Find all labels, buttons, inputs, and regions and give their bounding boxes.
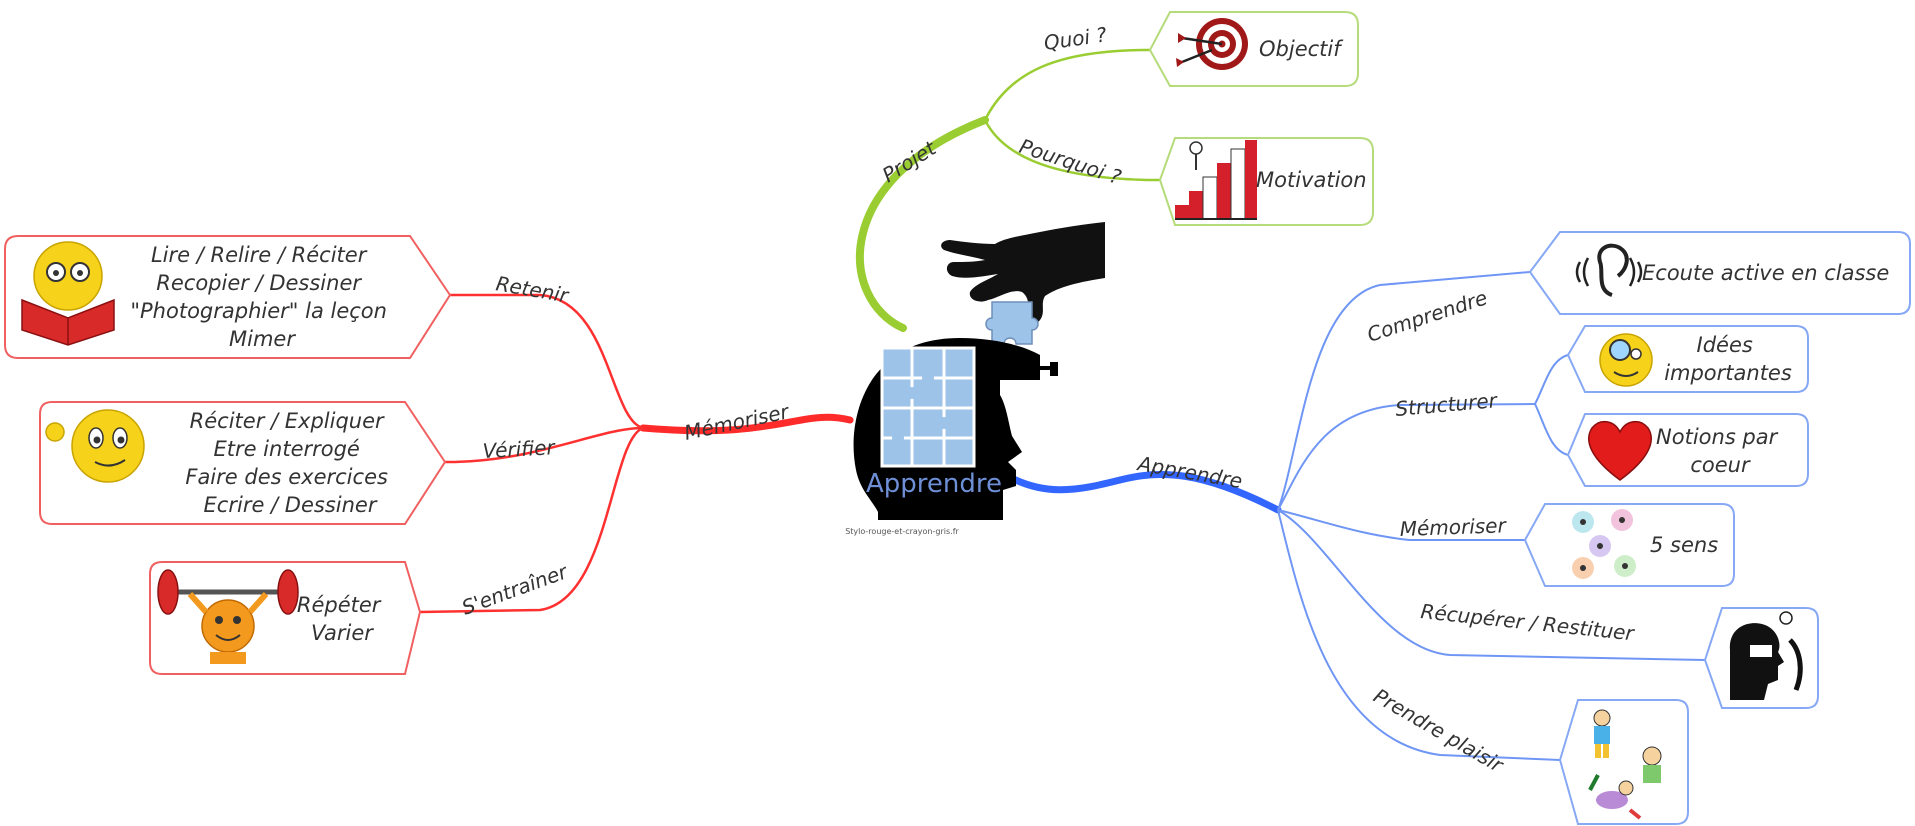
stairs-icon: [1175, 140, 1257, 220]
quoi-label: Quoi ?: [1042, 22, 1108, 55]
motivation-box: Motivation: [1158, 137, 1374, 226]
apprendre-branch: Apprendre Comprendre Structurer Mémorise…: [991, 231, 1911, 825]
structurer-label: Structurer: [1394, 388, 1499, 421]
verifier-box: Réciter / Expliquer Etre interrogé Faire…: [39, 401, 447, 525]
notions-box: Notions par coeur: [1566, 413, 1809, 487]
retenir-label: Retenir: [494, 271, 572, 308]
senses-icon: [1572, 509, 1636, 579]
center-label: Apprendre: [866, 469, 1002, 499]
svg-text:Répéter Varier: Répéter Varier: [297, 593, 387, 645]
playing-children-icon: [1588, 709, 1662, 820]
projet-branch: Projet Quoi ? Pourquoi ? Objectif: [855, 11, 1374, 332]
retenir-box: Lire / Relire / Réciter Recopier / Dessi…: [4, 235, 452, 359]
retenir-line: Recopier / Dessiner: [156, 271, 362, 295]
target-icon: [1176, 18, 1248, 70]
idees-box: Idées importantes: [1566, 325, 1809, 393]
reading-emoji-icon: [21, 241, 115, 346]
retenir-line: "Photographier" la leçon: [130, 299, 387, 323]
credit-text: Stylo-rouge-et-crayon-gris.fr: [845, 527, 959, 536]
verifier-line: Réciter / Expliquer: [190, 409, 385, 433]
svg-text:Lire / Relire / Réciter: Lire / Relire / Réciter Recopier / Dessi…: [130, 243, 393, 351]
memoriser-branch: Mémoriser Retenir Vérifier S'entraîner L…: [4, 235, 854, 675]
magnifier-emoji-icon: [1599, 333, 1653, 387]
verifier-line: Etre interrogé: [213, 437, 359, 461]
projet-label: Projet: [878, 135, 941, 187]
objectif-box: Objectif: [1148, 11, 1359, 87]
ear-icon: [1575, 243, 1643, 297]
sentrainer-line: Varier: [311, 621, 374, 645]
verifier-line: Ecrire / Dessiner: [204, 493, 378, 517]
puzzle-piece-icon: [985, 301, 1039, 345]
notions-line: coeur: [1690, 453, 1751, 477]
verifier-label: Vérifier: [482, 435, 557, 463]
hand-icon: [941, 222, 1105, 323]
idees-line: importantes: [1664, 361, 1792, 385]
puzzle-grid-icon: [880, 346, 976, 468]
thinking-emoji-icon: [45, 409, 145, 483]
retenir-line: Mimer: [229, 327, 296, 351]
sentrainer-box: Répéter Varier: [149, 561, 422, 675]
verifier-line: Faire des exercices: [185, 465, 388, 489]
retenir-line: Lire / Relire / Réciter: [151, 243, 368, 267]
plaisir-label: Prendre plaisir: [1370, 684, 1509, 778]
cinq-sens-box: 5 sens: [1523, 503, 1735, 587]
svg-text:Réciter / Expliquer Et: Réciter / Expliquer Etre interrogé Faire…: [185, 409, 394, 517]
recuperer-box: [1703, 607, 1819, 709]
notions-line: Notions par: [1656, 425, 1779, 449]
idees-line: Idées: [1697, 333, 1753, 357]
memoriser-right-label: Mémoriser: [1399, 513, 1508, 541]
plaisir-box: [1558, 699, 1689, 825]
memoriser-label: Mémoriser: [682, 399, 792, 445]
comprendre-box: Ecoute active en classe: [1528, 231, 1911, 315]
svg-text:Idées importantes: Idées importantes: [1664, 333, 1792, 385]
cinq-sens-text: 5 sens: [1650, 533, 1718, 557]
objectif-text: Objectif: [1259, 37, 1344, 61]
pourquoi-label: Pourquoi ?: [1016, 134, 1124, 189]
heart-icon: [1588, 420, 1652, 481]
motivation-text: Motivation: [1256, 168, 1367, 192]
comprendre-label: Comprendre: [1364, 285, 1490, 346]
head-lightbulb-icon: [1729, 611, 1803, 700]
comprendre-text: Ecoute active en classe: [1642, 261, 1889, 285]
recuperer-label: Récupérer / Restituer: [1419, 599, 1636, 645]
apprendre-label: Apprendre: [1134, 451, 1244, 493]
svg-text:Notions par coeur: Notions par coeur: [1656, 425, 1784, 477]
center-head: Apprendre Stylo-rouge-et-crayon-gris.fr: [845, 222, 1105, 536]
sentrainer-line: Répéter: [297, 593, 382, 617]
weightlifter-emoji-icon: [157, 569, 299, 664]
